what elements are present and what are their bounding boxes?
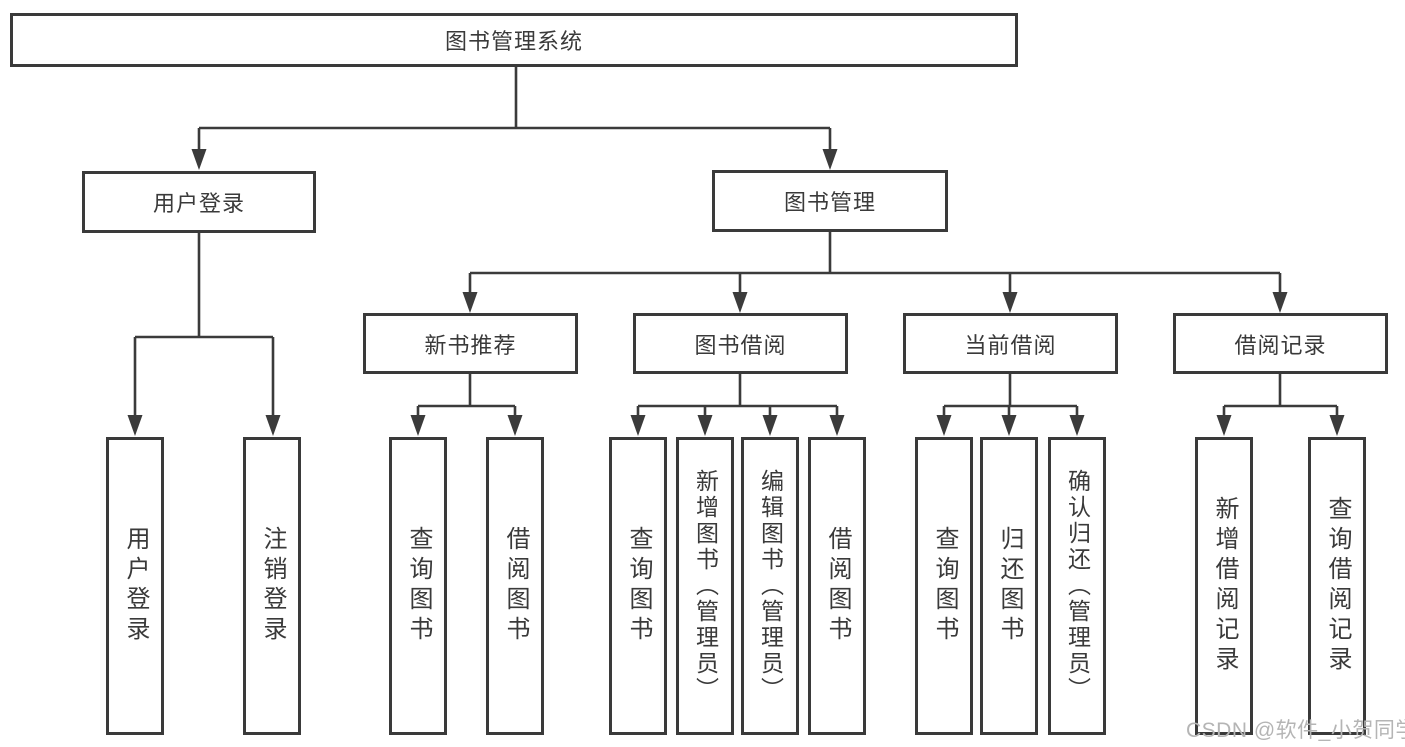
leaf-user-login: 用户登录 [106, 437, 164, 735]
leaf-label: 用户登录 [122, 526, 149, 646]
leaf-logout: 注销登录 [243, 437, 301, 735]
leaf-rec-query-books: 查询图书 [389, 437, 447, 735]
node-book-management: 图书管理 [712, 170, 948, 232]
node-label: 用户登录 [152, 191, 245, 216]
leaf-cb-return-books: 归还图书 [980, 437, 1038, 735]
leaf-br-query-record: 查询借阅记录 [1308, 437, 1366, 735]
leaf-cb-query-books: 查询图书 [915, 437, 973, 735]
node-book-borrow: 图书借阅 [633, 313, 848, 374]
arrowheads [127, 149, 1345, 436]
leaf-label: 编辑图书（管理员） [757, 469, 784, 703]
leaf-label: 查询图书 [405, 526, 432, 646]
node-current-borrow: 当前借阅 [903, 313, 1118, 374]
leaf-bb-borrow-books: 借阅图书 [808, 437, 866, 735]
node-borrow-records: 借阅记录 [1173, 313, 1388, 374]
node-label: 图书管理 [783, 190, 876, 215]
leaf-label: 借阅图书 [824, 526, 851, 646]
node-label: 图书借阅 [694, 332, 787, 358]
node-new-book-recommend: 新书推荐 [363, 313, 578, 374]
leaf-label: 归还图书 [996, 526, 1023, 646]
node-user-login: 用户登录 [82, 171, 316, 233]
leaf-label: 查询图书 [931, 526, 958, 646]
leaf-rec-borrow-books: 借阅图书 [486, 437, 544, 735]
leaf-bb-add-books-admin: 新增图书（管理员） [676, 437, 734, 735]
node-label: 新书推荐 [424, 332, 517, 358]
leaf-label: 借阅图书 [502, 526, 529, 646]
leaf-label: 确认归还（管理员） [1064, 469, 1091, 703]
watermark: CSDN @软件_小贺同学 [1186, 719, 1405, 742]
leaf-cb-confirm-return-admin: 确认归还（管理员） [1048, 437, 1106, 735]
leaf-bb-query-books: 查询图书 [609, 437, 667, 735]
node-library-management-system: 图书管理系统 [10, 13, 1018, 67]
leaf-label: 查询图书 [625, 526, 652, 646]
leaf-label: 新增借阅记录 [1211, 496, 1238, 676]
node-label: 借阅记录 [1234, 332, 1327, 358]
node-label: 当前借阅 [964, 332, 1057, 358]
leaf-label: 注销登录 [259, 526, 286, 646]
leaf-label: 新增图书（管理员） [692, 469, 719, 703]
leaf-label: 查询借阅记录 [1324, 496, 1351, 676]
node-label: 图书管理系统 [444, 29, 583, 54]
leaf-bb-edit-books-admin: 编辑图书（管理员） [741, 437, 799, 735]
leaf-br-add-record: 新增借阅记录 [1195, 437, 1253, 735]
